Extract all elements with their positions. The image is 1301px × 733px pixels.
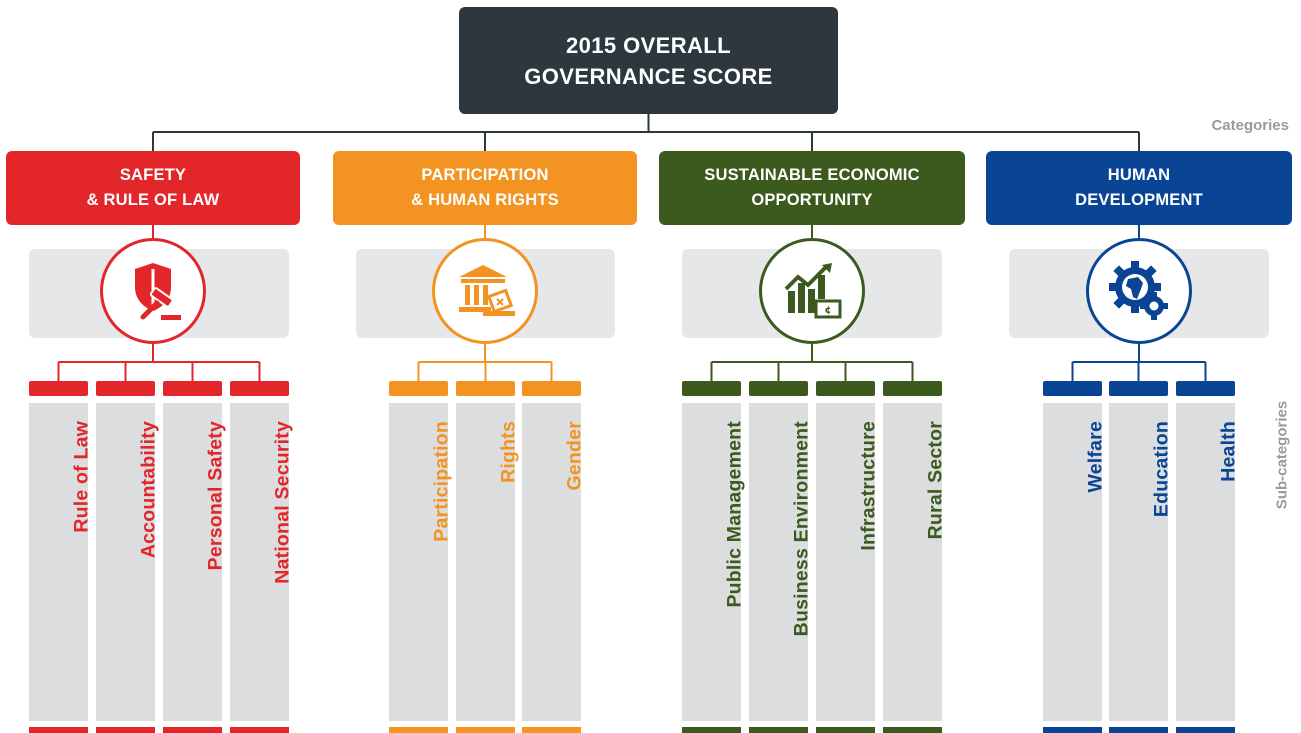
subcategory-footer-bar — [883, 727, 942, 733]
shield-gavel-icon — [100, 238, 206, 344]
subcategory-cap — [682, 381, 741, 396]
subcategory-label: Personal Safety — [204, 421, 226, 571]
subcategory-footer-bar — [816, 727, 875, 733]
subcategory-footer-bar — [682, 727, 741, 733]
subcategory-cap — [163, 381, 222, 396]
subcategory-footer-bar — [230, 727, 289, 733]
subcategories-label: Sub-categories — [1273, 400, 1291, 510]
subcategory-cap — [522, 381, 581, 396]
category-box: HUMAN DEVELOPMENT — [986, 151, 1292, 225]
subcategory-footer-bar — [522, 727, 581, 733]
subcategory-cap — [883, 381, 942, 396]
subcategory-column: Accountability — [96, 403, 159, 721]
category-title-line2: & RULE OF LAW — [86, 191, 220, 209]
category-box: SAFETY & RULE OF LAW — [6, 151, 300, 225]
subcategory-label: Rural Sector — [924, 421, 946, 540]
category-title-line1: SUSTAINABLE ECONOMIC — [704, 166, 920, 184]
subcategory-footer-bar — [29, 727, 88, 733]
categories-label: Categories — [1211, 117, 1289, 134]
subcategory-cap — [749, 381, 808, 396]
overall-title-line2: GOVERNANCE SCORE — [524, 63, 773, 89]
subcategory-label: Rights — [497, 421, 519, 483]
subcategory-column: National Security — [230, 403, 293, 721]
subcategory-label: Rule of Law — [70, 421, 92, 533]
courthouse-ballot-icon — [432, 238, 538, 344]
subcategory-label: Welfare — [1084, 421, 1106, 493]
subcategory-cap — [1043, 381, 1102, 396]
subcategory-column: Rural Sector — [883, 403, 946, 721]
subcategory-label: Health — [1217, 421, 1239, 482]
subcategory-footer-bar — [1176, 727, 1235, 733]
subcategory-cap — [816, 381, 875, 396]
category-title-line2: OPPORTUNITY — [751, 191, 873, 209]
africa-gears-icon — [1086, 238, 1192, 344]
subcategory-column: Gender — [522, 403, 585, 721]
subcategory-cap — [29, 381, 88, 396]
subcategory-label: Business Environment — [790, 421, 812, 637]
subcategory-footer-bar — [163, 727, 222, 733]
category-box: SUSTAINABLE ECONOMIC OPPORTUNITY — [659, 151, 965, 225]
subcategory-column: Participation — [389, 403, 452, 721]
subcategory-label: Participation — [430, 421, 452, 542]
subcategory-cap — [96, 381, 155, 396]
category-box: PARTICIPATION & HUMAN RIGHTS — [333, 151, 637, 225]
subcategory-column: Public Management — [682, 403, 745, 721]
subcategory-column: Rights — [456, 403, 519, 721]
subcategory-footer-bar — [96, 727, 155, 733]
category-title-line2: DEVELOPMENT — [1075, 191, 1203, 209]
subcategory-footer-bar — [389, 727, 448, 733]
category-title-line1: SAFETY — [119, 166, 187, 184]
category-title-line1: HUMAN — [1107, 166, 1171, 184]
svg-text:¢: ¢ — [825, 305, 832, 316]
subcategory-footer-bar — [1043, 727, 1102, 733]
overall-title-line1: 2015 OVERALL — [566, 32, 731, 58]
subcategory-label: Education — [1150, 421, 1172, 518]
subcategory-column: Welfare — [1043, 403, 1106, 721]
subcategory-cap — [230, 381, 289, 396]
subcategory-column: Rule of Law — [29, 403, 92, 721]
subcategory-footer-bar — [456, 727, 515, 733]
subcategory-column: Business Environment — [749, 403, 812, 721]
subcategory-footer-bar — [749, 727, 808, 733]
subcategory-label: Infrastructure — [857, 421, 879, 551]
subcategory-cap — [1176, 381, 1235, 396]
subcategory-label: Accountability — [137, 421, 159, 559]
growth-chart-money-icon: ¢ — [759, 238, 865, 344]
category-title-line1: PARTICIPATION — [421, 166, 549, 184]
subcategory-label: Gender — [563, 421, 585, 491]
subcategory-label: Public Management — [723, 421, 745, 608]
subcategory-footer-bar — [1109, 727, 1168, 733]
subcategory-column: Education — [1109, 403, 1172, 721]
category-title-line2: & HUMAN RIGHTS — [411, 191, 559, 209]
subcategory-column: Health — [1176, 403, 1239, 721]
subcategory-label: National Security — [271, 421, 293, 584]
subcategory-cap — [389, 381, 448, 396]
subcategory-column: Personal Safety — [163, 403, 226, 721]
subcategory-cap — [1109, 381, 1168, 396]
subcategory-column: Infrastructure — [816, 403, 879, 721]
subcategory-cap — [456, 381, 515, 396]
overall-score-box: 2015 OVERALL GOVERNANCE SCORE — [459, 7, 838, 114]
